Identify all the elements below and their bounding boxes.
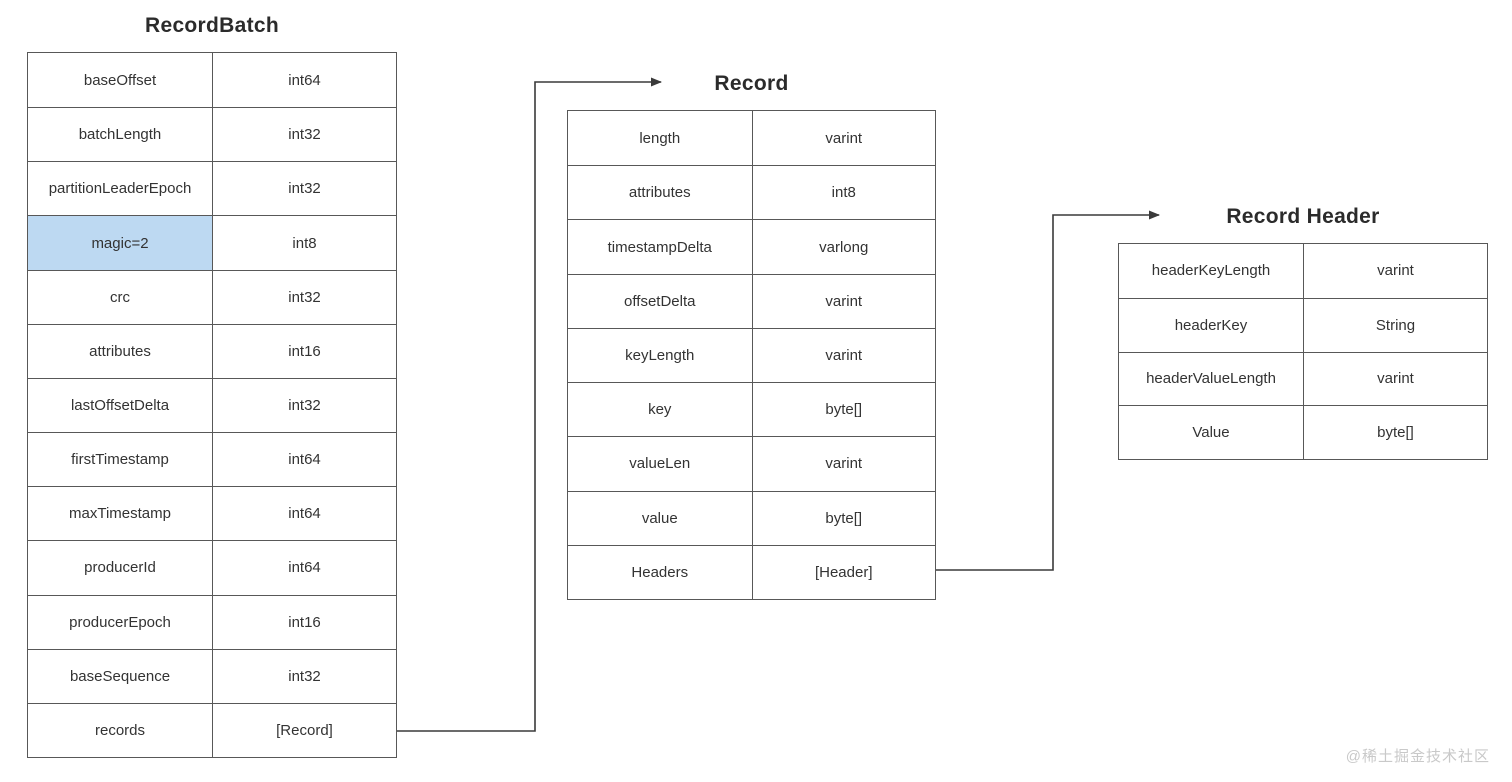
cell-key-type: byte[] bbox=[751, 382, 935, 437]
cell-valueLen-type: varint bbox=[751, 436, 935, 491]
cell-producerEpoch-type: int16 bbox=[212, 594, 396, 649]
cell-length-field: length bbox=[568, 111, 752, 166]
cell-keyLength-type: varint bbox=[751, 327, 935, 383]
cell-Value-field: Value bbox=[1119, 405, 1303, 459]
cell-keyLength-field: keyLength bbox=[568, 327, 752, 383]
cell-crc-field: crc bbox=[28, 269, 212, 324]
watermark: @稀土掘金技术社区 bbox=[1345, 748, 1490, 765]
cell-headerKey-field: headerKey bbox=[1119, 297, 1303, 352]
cell-Headers-type: [Header] bbox=[751, 544, 935, 599]
cell-attributes-type: int16 bbox=[212, 323, 396, 378]
cell-magic=2-field: magic=2 bbox=[28, 215, 212, 270]
record-header-title: Record Header bbox=[1226, 205, 1380, 228]
cell-timestampDelta-type: varlong bbox=[751, 219, 935, 274]
cell-valueLen-field: valueLen bbox=[568, 436, 752, 491]
cell-crc-type: int32 bbox=[212, 269, 396, 324]
cell-value-field: value bbox=[568, 490, 752, 545]
cell-magic=2-type: int8 bbox=[212, 215, 396, 270]
cell-headerValueLength-field: headerValueLength bbox=[1119, 351, 1303, 406]
cell-batchLength-type: int32 bbox=[212, 107, 396, 162]
cell-partitionLeaderEpoch-type: int32 bbox=[212, 161, 396, 216]
cell-baseOffset-type: int64 bbox=[212, 53, 396, 108]
cell-attributes-field: attributes bbox=[568, 165, 752, 220]
cell-key-field: key bbox=[568, 382, 752, 437]
cell-maxTimestamp-type: int64 bbox=[212, 486, 396, 541]
cell-Headers-field: Headers bbox=[568, 544, 752, 599]
cell-partitionLeaderEpoch-field: partitionLeaderEpoch bbox=[28, 161, 212, 216]
cell-firstTimestamp-type: int64 bbox=[212, 432, 396, 487]
cell-producerId-field: producerId bbox=[28, 540, 212, 595]
cell-value-type: byte[] bbox=[751, 490, 935, 545]
cell-headerKey-type: String bbox=[1303, 297, 1487, 352]
cell-baseOffset-field: baseOffset bbox=[28, 53, 212, 108]
cell-headerValueLength-type: varint bbox=[1303, 351, 1487, 406]
cell-headerKeyLength-field: headerKeyLength bbox=[1119, 244, 1303, 298]
cell-lastOffsetDelta-type: int32 bbox=[212, 377, 396, 433]
cell-attributes-type: int8 bbox=[751, 165, 935, 220]
record-title: Record bbox=[714, 72, 789, 95]
cell-records-type: [Record] bbox=[212, 702, 396, 757]
cell-headerKeyLength-type: varint bbox=[1303, 244, 1487, 298]
cell-lastOffsetDelta-field: lastOffsetDelta bbox=[28, 377, 212, 433]
cell-offsetDelta-field: offsetDelta bbox=[568, 273, 752, 328]
cell-length-type: varint bbox=[751, 111, 935, 166]
cell-producerId-type: int64 bbox=[212, 540, 396, 595]
cell-batchLength-field: batchLength bbox=[28, 107, 212, 162]
cell-timestampDelta-field: timestampDelta bbox=[568, 219, 752, 274]
cell-attributes-field: attributes bbox=[28, 323, 212, 378]
recordbatch-title: RecordBatch bbox=[145, 14, 279, 37]
cell-baseSequence-type: int32 bbox=[212, 648, 396, 703]
cell-baseSequence-field: baseSequence bbox=[28, 648, 212, 703]
cell-producerEpoch-field: producerEpoch bbox=[28, 594, 212, 649]
cell-offsetDelta-type: varint bbox=[751, 273, 935, 328]
cell-records-field: records bbox=[28, 702, 212, 757]
cell-firstTimestamp-field: firstTimestamp bbox=[28, 432, 212, 487]
cell-Value-type: byte[] bbox=[1303, 405, 1487, 459]
cell-maxTimestamp-field: maxTimestamp bbox=[28, 486, 212, 541]
